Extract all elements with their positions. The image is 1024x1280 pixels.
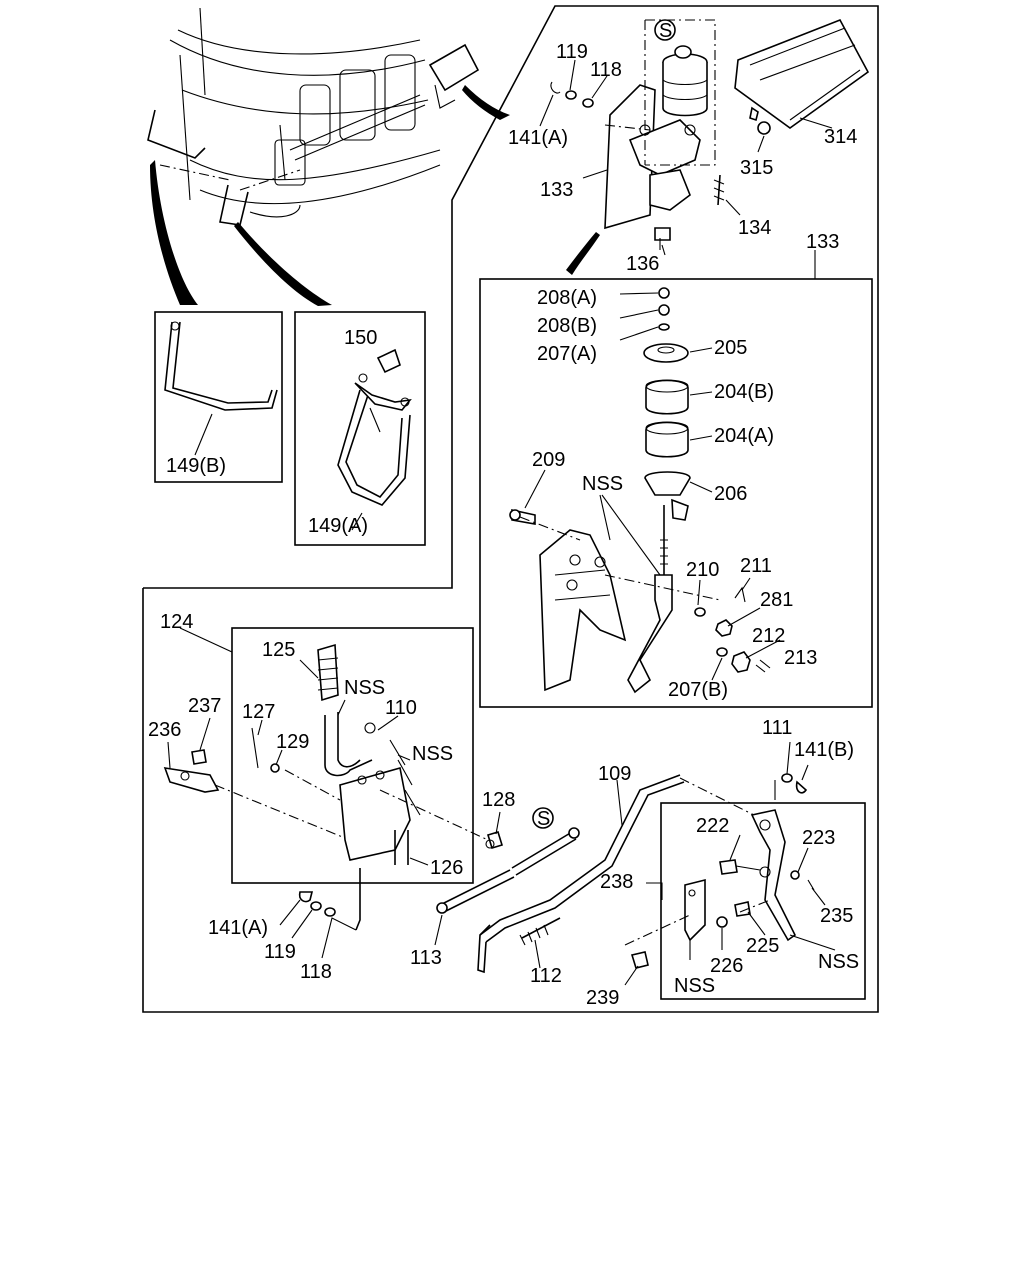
label-150: 150 — [344, 327, 377, 349]
label-111: 111 — [762, 717, 792, 739]
label-119-bottom: 119 — [264, 941, 296, 963]
label-210: 210 — [686, 559, 719, 581]
label-118-bottom: 118 — [300, 961, 332, 983]
bracket-149b-inset — [154, 311, 283, 483]
engine-mount-detail-box — [479, 278, 873, 708]
label-110: 110 — [385, 697, 417, 719]
pedal-detail-box — [231, 627, 474, 884]
label-133-top: 133 — [540, 179, 573, 201]
part-labels: 119 118 141(A) 133 134 136 133 314 315 1… — [148, 41, 859, 1009]
top-fasteners — [550, 81, 594, 108]
label-207a: 207(A) — [537, 343, 597, 365]
label-315: 315 — [740, 157, 773, 179]
label-141a-top: 141(A) — [508, 127, 568, 149]
label-206: 206 — [714, 483, 747, 505]
label-204a: 204(A) — [714, 425, 774, 447]
leader-lines — [167, 59, 836, 986]
label-125: 125 — [262, 639, 295, 661]
label-128: 128 — [482, 789, 515, 811]
linkage-rods — [436, 774, 761, 974]
label-nss-110: NSS — [412, 743, 453, 765]
label-nss-mid: NSS — [582, 473, 623, 495]
label-236: 236 — [148, 719, 181, 741]
label-126: 126 — [430, 857, 463, 879]
label-nss-pedal: NSS — [344, 677, 385, 699]
label-109: 109 — [598, 763, 631, 785]
label-129: 129 — [276, 731, 309, 753]
label-119-top: 119 — [556, 41, 588, 63]
label-207b: 207(B) — [668, 679, 728, 701]
label-226: 226 — [710, 955, 743, 977]
bracket-149a-inset — [294, 311, 426, 546]
label-nss-235: NSS — [818, 951, 859, 973]
label-124: 124 — [160, 611, 193, 633]
label-134: 134 — [738, 217, 771, 239]
label-213: 213 — [784, 647, 817, 669]
label-127: 127 — [242, 701, 275, 723]
label-238: 238 — [600, 871, 633, 893]
cover-314 — [734, 18, 870, 135]
label-235: 235 — [820, 905, 853, 927]
s-symbol-bottom-text: S — [537, 808, 550, 830]
bracket-149b-part — [164, 321, 278, 456]
label-208a: 208(A) — [537, 287, 597, 309]
label-133-box: 133 — [806, 231, 839, 253]
label-222: 222 — [696, 815, 729, 837]
label-205: 205 — [714, 337, 747, 359]
label-314: 314 — [824, 126, 857, 148]
label-112: 112 — [530, 965, 562, 987]
s-symbol-bottom: S — [532, 807, 554, 830]
s-symbol-top-text: S — [659, 20, 672, 42]
label-223: 223 — [802, 827, 835, 849]
s-symbol-top: S — [654, 19, 676, 42]
label-149b: 149(B) — [166, 455, 226, 477]
bracket-detail-parts — [624, 773, 815, 969]
pedal-assembly — [163, 643, 504, 931]
label-113: 113 — [410, 947, 442, 969]
bracket-149a-part — [337, 348, 412, 531]
label-136: 136 — [626, 253, 659, 275]
bracket-detail-box — [660, 802, 866, 1000]
label-208b: 208(B) — [537, 315, 597, 337]
engine-mount-assembly — [604, 19, 725, 250]
label-281: 281 — [760, 589, 793, 611]
section-frame-outline — [142, 5, 879, 1013]
truck-cab-illustration — [147, 7, 600, 306]
label-209: 209 — [532, 449, 565, 471]
mount-stack-parts — [509, 287, 771, 694]
label-nss-238: NSS — [674, 975, 715, 997]
label-211: 211 — [740, 555, 772, 577]
label-212: 212 — [752, 625, 785, 647]
label-239: 239 — [586, 987, 619, 1009]
label-204b: 204(B) — [714, 381, 774, 403]
label-225: 225 — [746, 935, 779, 957]
label-141a-bottom: 141(A) — [208, 917, 268, 939]
label-237: 237 — [188, 695, 221, 717]
label-118-top: 118 — [590, 59, 622, 81]
label-141b: 141(B) — [794, 739, 854, 761]
label-149a: 149(A) — [308, 515, 368, 537]
